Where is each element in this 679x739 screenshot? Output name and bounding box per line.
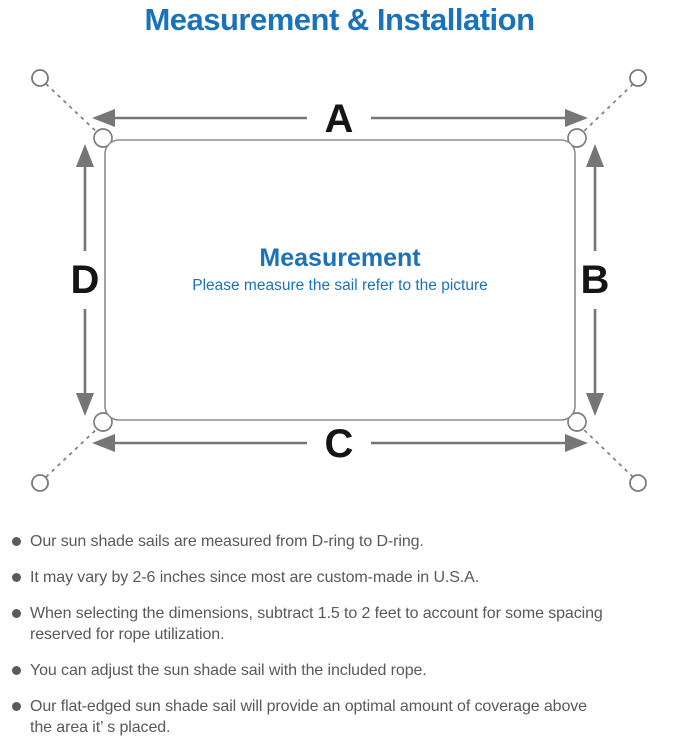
note-text: Our flat-edged sun shade sail will provi… — [30, 698, 587, 736]
rope-bottom-left — [45, 425, 101, 478]
d-ring-top-right-icon — [567, 128, 587, 148]
notes-list: Our sun shade sails are measured from D-… — [12, 531, 671, 739]
bullet-icon — [12, 609, 21, 618]
measurement-diagram: A C D B Measurement Please measure the s… — [31, 69, 647, 492]
d-ring-icons — [93, 128, 587, 432]
list-item: Our sun shade sails are measured from D-… — [12, 531, 671, 552]
anchor-ring-top-right-icon — [629, 69, 647, 87]
d-ring-bottom-right-icon — [567, 412, 587, 432]
bullet-icon — [12, 702, 21, 711]
note-text: Our sun shade sails are measured from D-… — [30, 533, 424, 550]
list-item: When selecting the dimensions, subtract … — [12, 603, 671, 645]
rope-top-left — [45, 83, 101, 136]
note-text: When selecting the dimensions, subtract … — [30, 605, 603, 643]
dimension-arrow-d — [76, 144, 94, 416]
sail-rectangle — [104, 139, 576, 421]
dimension-arrow-c — [92, 434, 588, 452]
bullet-icon — [12, 666, 21, 675]
dimension-arrow-b — [586, 144, 604, 416]
list-item: Our flat-edged sun shade sail will provi… — [12, 696, 671, 738]
anchor-ring-bottom-right-icon — [629, 474, 647, 492]
rope-bottom-right — [579, 425, 634, 478]
bullet-icon — [12, 537, 21, 546]
dimension-label-b: B — [581, 258, 610, 302]
note-text: You can adjust the sun shade sail with t… — [30, 662, 427, 679]
rope-top-right — [579, 83, 634, 136]
dimension-label-d: D — [71, 258, 100, 302]
sail-center-subtitle: Please measure the sail refer to the pic… — [192, 277, 488, 294]
sail-center-title: Measurement — [259, 244, 421, 272]
bullet-icon — [12, 573, 21, 582]
anchor-ring-top-left-icon — [31, 69, 49, 87]
d-ring-top-left-icon — [93, 128, 113, 148]
dimension-label-a: A — [325, 97, 354, 141]
anchor-ring-icons — [31, 69, 647, 492]
anchor-ring-bottom-left-icon — [31, 474, 49, 492]
dimension-arrow-a — [92, 109, 588, 127]
dimension-label-c: C — [325, 422, 354, 466]
list-item: You can adjust the sun shade sail with t… — [12, 660, 671, 681]
d-ring-bottom-left-icon — [93, 412, 113, 432]
note-text: It may vary by 2-6 inches since most are… — [30, 569, 480, 586]
list-item: It may vary by 2-6 inches since most are… — [12, 567, 671, 588]
page-title: Measurement & Installation — [144, 2, 535, 37]
